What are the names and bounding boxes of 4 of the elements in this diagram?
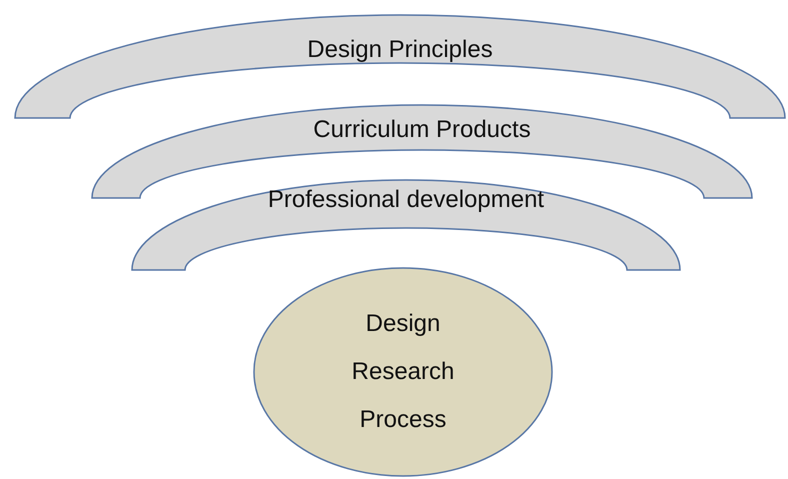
band-label: Curriculum Products xyxy=(313,116,531,144)
ellipse-label: Design Research Process xyxy=(350,309,456,435)
band-label: Design Principles xyxy=(307,36,493,64)
band-label: Professional development xyxy=(268,186,544,214)
